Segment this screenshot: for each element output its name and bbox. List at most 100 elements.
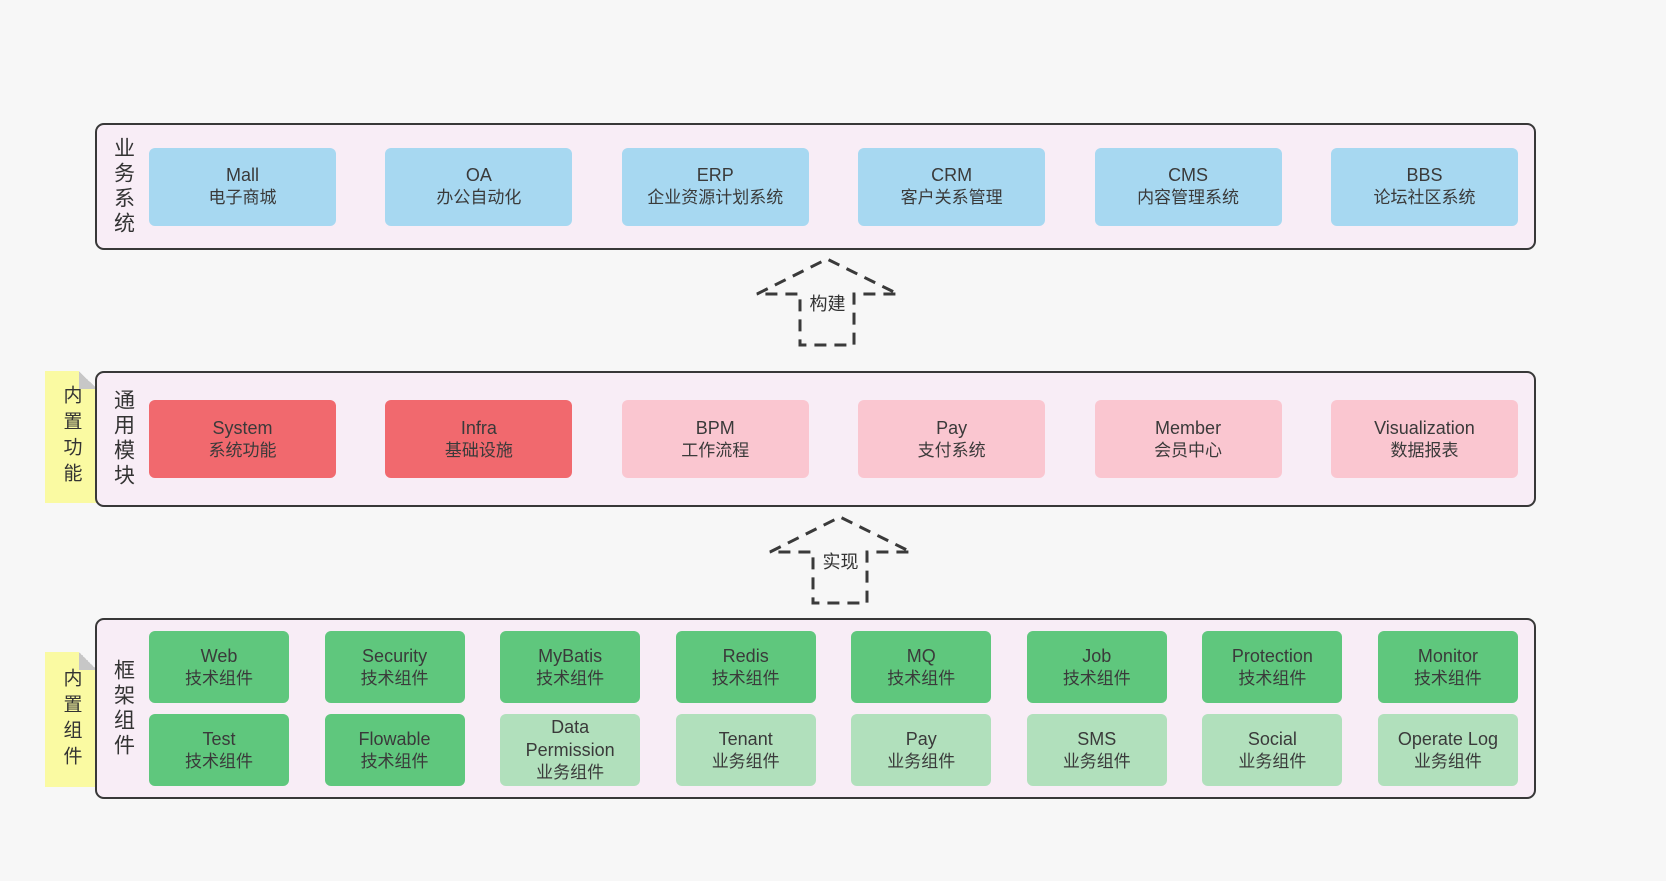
box-title: MyBatis [538, 645, 603, 666]
box-subtitle: 办公自动化 [436, 188, 522, 208]
box-title: ERP [696, 165, 734, 186]
box-title: OA [465, 165, 492, 186]
arrow-label: 实现 [819, 548, 862, 574]
box-subtitle: 技术组件 [185, 751, 253, 771]
box-title: Security [362, 645, 428, 666]
box-subtitle: 技术组件 [536, 668, 605, 688]
box-subtitle: 数据报表 [1390, 440, 1459, 460]
box-title: BPM [695, 417, 735, 438]
sticky-note-text: 内置功能 [60, 385, 82, 489]
box-subtitle: 技术组件 [360, 668, 429, 688]
box-subtitle: 业务组件 [1062, 751, 1131, 771]
box-title: Monitor [1417, 645, 1478, 666]
box-title: Data Permission [525, 717, 615, 761]
box-title: Social [1247, 728, 1297, 749]
box-title: MQ [906, 645, 936, 666]
box-subtitle: 客户关系管理 [900, 188, 1003, 208]
box-title: System [212, 417, 273, 438]
box-subtitle: 内容管理系统 [1137, 188, 1240, 208]
box-subtitle: 技术组件 [360, 751, 429, 771]
note-fold-corner-icon [79, 371, 97, 389]
box-title: Flowable [358, 728, 431, 749]
box-title: Operate Log [1397, 728, 1498, 749]
layer-label-business: 业务系统 [97, 125, 149, 248]
box-title: Mall [225, 165, 259, 186]
box-title: Visualization [1374, 417, 1475, 438]
layer-label-modules: 通用模块 [97, 373, 149, 505]
box-title: CRM [931, 165, 973, 186]
box-title: Redis [722, 645, 769, 666]
box-subtitle: 技术组件 [887, 668, 956, 688]
box-subtitle: 技术组件 [1413, 668, 1482, 688]
box-title: Pay [936, 417, 968, 438]
sticky-note-builtin-components: 内置组件 [45, 652, 97, 787]
box-title: CMS [1168, 165, 1209, 186]
arrow-implement: 实现 [768, 514, 913, 606]
note-fold-corner-icon [79, 652, 97, 670]
box-subtitle: 技术组件 [1238, 668, 1307, 688]
box-subtitle: 论坛社区系统 [1373, 188, 1476, 208]
box-title: Pay [905, 728, 937, 749]
box-subtitle: 业务组件 [1238, 751, 1307, 771]
layer-title: 业务系统 [111, 136, 135, 237]
dashed-up-arrow-icon [756, 257, 899, 347]
box-title: Test [202, 728, 236, 749]
box-subtitle: 技术组件 [711, 668, 780, 688]
box-subtitle: 会员中心 [1154, 440, 1223, 460]
box-subtitle: 业务组件 [887, 751, 956, 771]
box-subtitle: 基础设施 [444, 440, 513, 460]
layer-title: 框架组件 [111, 658, 135, 759]
box-title: Web [200, 645, 238, 666]
box-title: Tenant [718, 728, 773, 749]
box-title: SMS [1077, 728, 1117, 749]
box-subtitle: 技术组件 [1062, 668, 1131, 688]
layer-label-components: 框架组件 [97, 620, 149, 797]
box-title: Protection [1231, 645, 1313, 666]
box-title: Member [1155, 417, 1222, 438]
box-title: Job [1082, 645, 1112, 666]
box-title: BBS [1406, 165, 1443, 186]
sticky-note-text: 内置组件 [60, 667, 82, 772]
box-subtitle: 企业资源计划系统 [647, 188, 784, 208]
box-subtitle: 电子商城 [208, 188, 277, 208]
box-title: Infra [460, 417, 497, 438]
box-subtitle: 支付系统 [917, 440, 986, 460]
box-subtitle: 系统功能 [208, 440, 277, 460]
arrow-build: 构建 [755, 256, 900, 348]
